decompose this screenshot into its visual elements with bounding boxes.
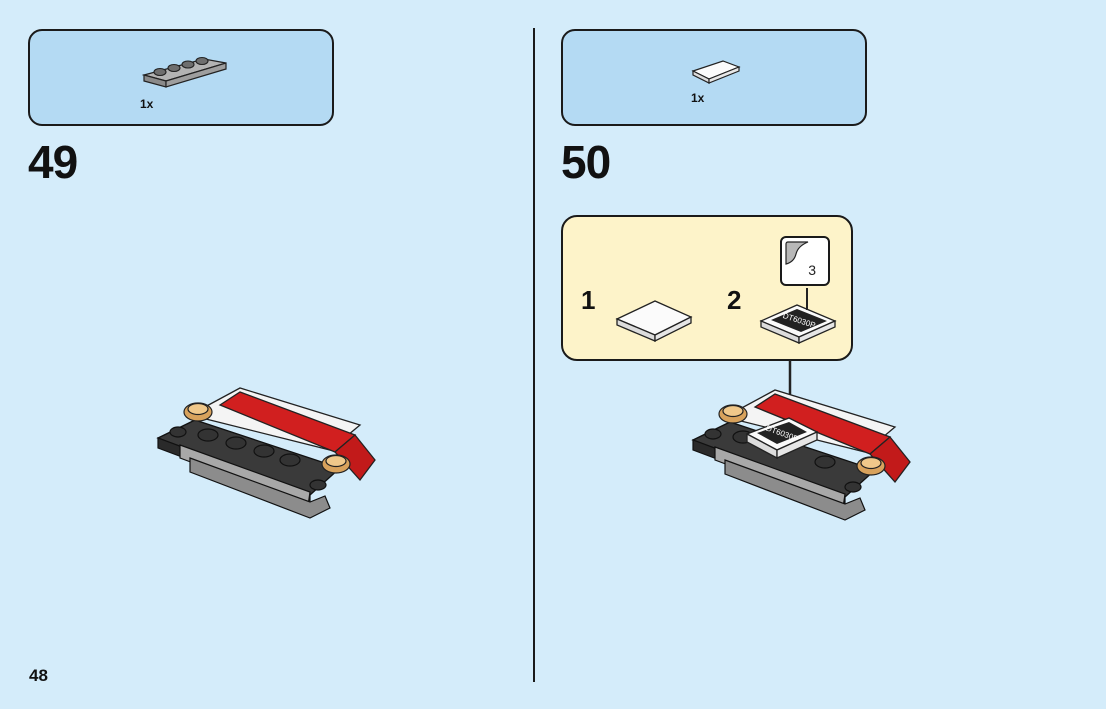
step-number-50: 50 <box>561 136 611 188</box>
sub-step-2: 2 <box>727 285 742 315</box>
parts-list-box-49: 1x <box>28 29 334 126</box>
sticker-leader-line <box>806 288 808 310</box>
page-number: 48 <box>29 666 48 685</box>
step-number-49: 49 <box>28 136 78 188</box>
parts-list-box-50: 1x <box>561 29 867 126</box>
sticker-sheet-number: 3 <box>808 262 816 278</box>
sub-step-1: 1 <box>581 285 596 315</box>
white-tile-1x2-icon <box>691 60 741 84</box>
stickered-tile-icon: DT6030P <box>759 304 837 345</box>
sticker-curl-icon <box>785 241 809 265</box>
part-quantity: 1x <box>691 91 705 105</box>
sub-assembly-callout: 1 2 DT6030P <box>561 215 853 361</box>
car-model-step-50: DT6030P <box>691 389 911 521</box>
grey-plate-1x4-icon <box>142 56 227 88</box>
car-model-step-49 <box>156 387 376 519</box>
step-divider <box>533 28 535 682</box>
part-quantity: 1x <box>140 97 154 111</box>
sticker-sheet-icon: 3 <box>780 236 830 286</box>
white-tile-icon <box>615 300 693 343</box>
